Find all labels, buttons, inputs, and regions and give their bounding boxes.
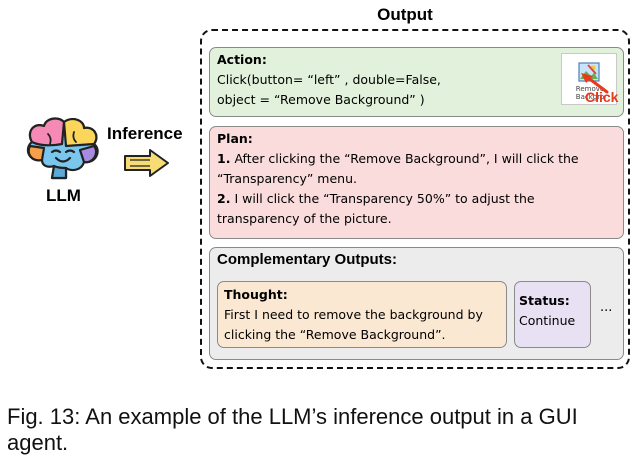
arrow-right-icon bbox=[124, 149, 169, 177]
plan-box: Plan: 1. After clicking the “Remove Back… bbox=[209, 126, 624, 239]
output-title: Output bbox=[377, 5, 433, 24]
plan-step-1: 1. After clicking the “Remove Background… bbox=[217, 149, 616, 189]
plan-step-1-text: After clicking the “Remove Background”, … bbox=[217, 151, 579, 186]
more-outputs-ellipsis: ... bbox=[600, 300, 613, 315]
inference-label: Inference bbox=[107, 124, 183, 143]
action-box: Action: Click(button= “left” , double=Fa… bbox=[209, 47, 624, 117]
complementary-heading: Complementary Outputs: bbox=[217, 251, 398, 268]
action-line-1: Click(button= “left” , double=False, bbox=[217, 72, 441, 87]
thumbnail-label: Remove Backgro bbox=[575, 85, 605, 101]
status-heading: Status: bbox=[519, 293, 570, 308]
thought-heading: Thought: bbox=[224, 287, 288, 302]
remove-background-thumbnail: Remove Backgro bbox=[561, 53, 617, 105]
click-label: Click bbox=[585, 89, 619, 105]
plan-step-1-number: 1. bbox=[217, 151, 231, 166]
action-heading: Action: bbox=[217, 52, 267, 67]
brain-icon bbox=[26, 117, 99, 180]
thought-text: First I need to remove the background by… bbox=[224, 307, 483, 342]
status-box: Status: Continue bbox=[514, 281, 591, 348]
thought-box: Thought: First I need to remove the back… bbox=[217, 281, 507, 348]
plan-step-2: 2. I will click the “Transparency 50%” t… bbox=[217, 189, 616, 229]
action-line-2: object = “Remove Background” ) bbox=[217, 92, 425, 107]
status-value: Continue bbox=[519, 313, 576, 328]
plan-heading: Plan: bbox=[217, 131, 253, 146]
figure-caption: Fig. 13: An example of the LLM’s inferen… bbox=[7, 404, 578, 455]
llm-label: LLM bbox=[46, 186, 81, 205]
plan-step-2-text: I will click the “Transparency 50%” to a… bbox=[217, 191, 535, 226]
output-frame bbox=[200, 29, 630, 369]
plan-step-2-number: 2. bbox=[217, 191, 231, 206]
cursor-arrow-icon bbox=[581, 73, 609, 94]
